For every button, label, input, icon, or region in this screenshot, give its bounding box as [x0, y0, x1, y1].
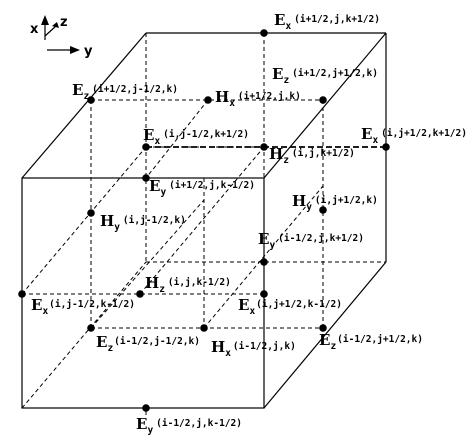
node-dot — [319, 206, 327, 214]
mid-line-top-diagonal — [145, 99, 209, 179]
axis-z-arrowhead — [52, 22, 59, 28]
cube-edge-bottom-right — [263, 261, 387, 409]
node-dot — [18, 290, 26, 298]
node-label: Ez(i-1/2,j-1/2,k) — [96, 333, 200, 354]
node-dot — [142, 404, 150, 412]
axis-z-label: z — [60, 15, 68, 30]
axis-indicator: x z y — [30, 15, 93, 59]
node-dot — [382, 143, 390, 151]
node-label: Hz(i,j,k+1/2) — [269, 145, 355, 166]
node-labels: Ex(i+1/2,j,k+1/2) Ez(i+1/2,j+1/2,k) Ez(i… — [31, 11, 467, 436]
node-label: Ez(i+1/2,j+1/2,k) — [272, 65, 378, 86]
axis-z-arrow — [44, 25, 57, 37]
axis-x-label: x — [30, 22, 39, 37]
node-dot — [87, 209, 95, 217]
node-label: Ex(i,j-1/2,k-1/2) — [31, 296, 135, 317]
node-label: Ex(i,j-1/2,k+1/2) — [143, 126, 249, 147]
node-dot — [260, 258, 268, 266]
node-dot — [87, 96, 95, 104]
hidden-edge-bottom-left — [21, 261, 147, 409]
cube-edge-front-top-left — [21, 32, 147, 179]
node-label: Hy(i,j-1/2,k) — [100, 212, 186, 233]
mid-line-diagonal-bottom-left — [90, 199, 205, 329]
node-label: Ez(i-1/2,j+1/2,k) — [319, 331, 423, 352]
axis-y-label: y — [84, 44, 93, 59]
mid-line-diagonal-bottom-right — [203, 185, 324, 329]
cube-edge-front-top-right — [263, 32, 387, 179]
node-dot — [319, 96, 327, 104]
node-label: Ey(i-1/2,j,k+1/2) — [258, 230, 364, 251]
node-dot — [260, 29, 268, 37]
node-dot — [136, 290, 144, 298]
node-label: Hy(i,j+1/2,k) — [292, 192, 378, 213]
node-dot — [260, 290, 268, 298]
node-label: Ex(i,j+1/2,k+1/2) — [361, 125, 467, 146]
node-dot — [260, 143, 268, 151]
node-label: Hz(i,j,k-1/2) — [145, 274, 231, 295]
node-label: Ex(i,j+1/2,k-1/2) — [238, 296, 342, 317]
node-label: Ex(i+1/2,j,k+1/2) — [274, 11, 380, 32]
node-dot — [204, 96, 212, 104]
node-label: Ey(i+1/2,j,k-1/2) — [149, 177, 255, 198]
node-label: Ez(i+1/2,j-1/2,k) — [72, 81, 178, 102]
node-dot — [200, 324, 208, 332]
node-dot — [319, 324, 327, 332]
node-label: Hx(i+1/2,j,k) — [215, 88, 301, 109]
axis-y-arrowhead — [70, 46, 80, 54]
node-label: Hx(i-1/2,j,k) — [211, 338, 296, 359]
node-dot — [142, 174, 150, 182]
node-label: Ey(i-1/2,j,k-1/2) — [136, 415, 242, 436]
axis-x-arrowhead — [41, 15, 49, 25]
node-dot — [142, 143, 150, 151]
node-dots — [18, 29, 390, 412]
node-dot — [87, 324, 95, 332]
